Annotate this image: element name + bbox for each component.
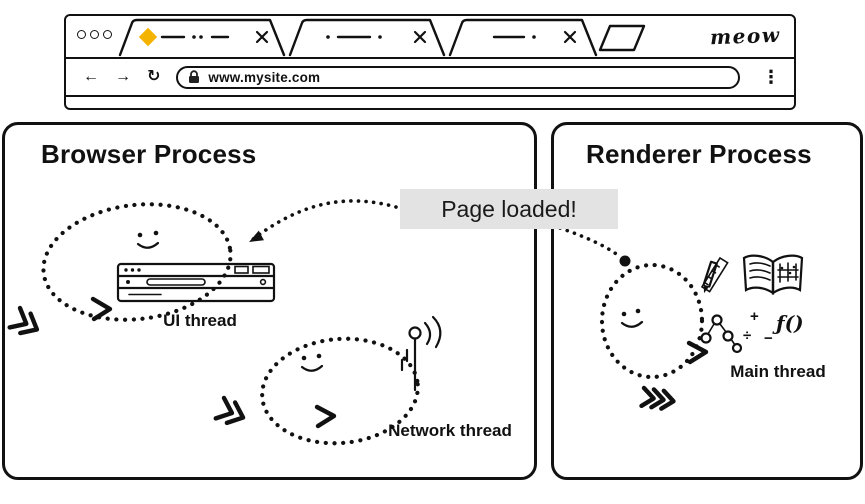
back-icon[interactable]: ← [83, 68, 99, 85]
window-control-dot[interactable] [90, 30, 99, 39]
tab-strip [118, 18, 646, 57]
tab-2[interactable] [288, 18, 446, 57]
address-bar[interactable]: www.mysite.com [176, 65, 740, 89]
renderer-process-panel: Renderer Process [551, 122, 863, 480]
math-divide-icon: ÷ [743, 327, 752, 344]
main-thread-label: Main thread [730, 362, 826, 381]
math-plus-icon: + [750, 308, 759, 325]
reload-icon[interactable]: ↻ [147, 68, 161, 85]
tab-3[interactable] [448, 18, 598, 57]
window-control-dot[interactable] [77, 30, 86, 39]
brand-text: meow [709, 22, 781, 50]
window-controls[interactable] [77, 30, 112, 39]
browser-process-title: Browser Process [41, 139, 257, 169]
function-notation-icon: ƒ() [776, 311, 804, 335]
tab-close-icon[interactable] [563, 30, 577, 44]
url-text: www.mysite.com [208, 69, 321, 85]
menu-dots-icon[interactable]: ⋮ [762, 67, 780, 87]
tab-bar: meow [66, 16, 794, 59]
tab-close-icon[interactable] [255, 30, 269, 44]
page-loaded-callout: Page loaded! [400, 189, 618, 229]
forward-icon[interactable]: → [115, 68, 131, 85]
ui-thread-label: UI thread [163, 311, 237, 330]
renderer-process-title: Renderer Process [586, 139, 812, 169]
browser-window: meow ← → ↻ www.mysite.com ⋮ [64, 14, 796, 110]
network-thread-label: Network thread [388, 421, 512, 440]
tab-1[interactable] [118, 18, 286, 57]
lock-icon [189, 70, 200, 83]
new-tab-button[interactable] [598, 24, 646, 52]
browser-toolbar: ← → ↻ www.mysite.com ⋮ [66, 59, 794, 97]
tab-favicon [138, 27, 158, 47]
math-minus-icon: − [764, 330, 773, 347]
window-control-dot[interactable] [103, 30, 112, 39]
tab-close-icon[interactable] [413, 30, 427, 44]
